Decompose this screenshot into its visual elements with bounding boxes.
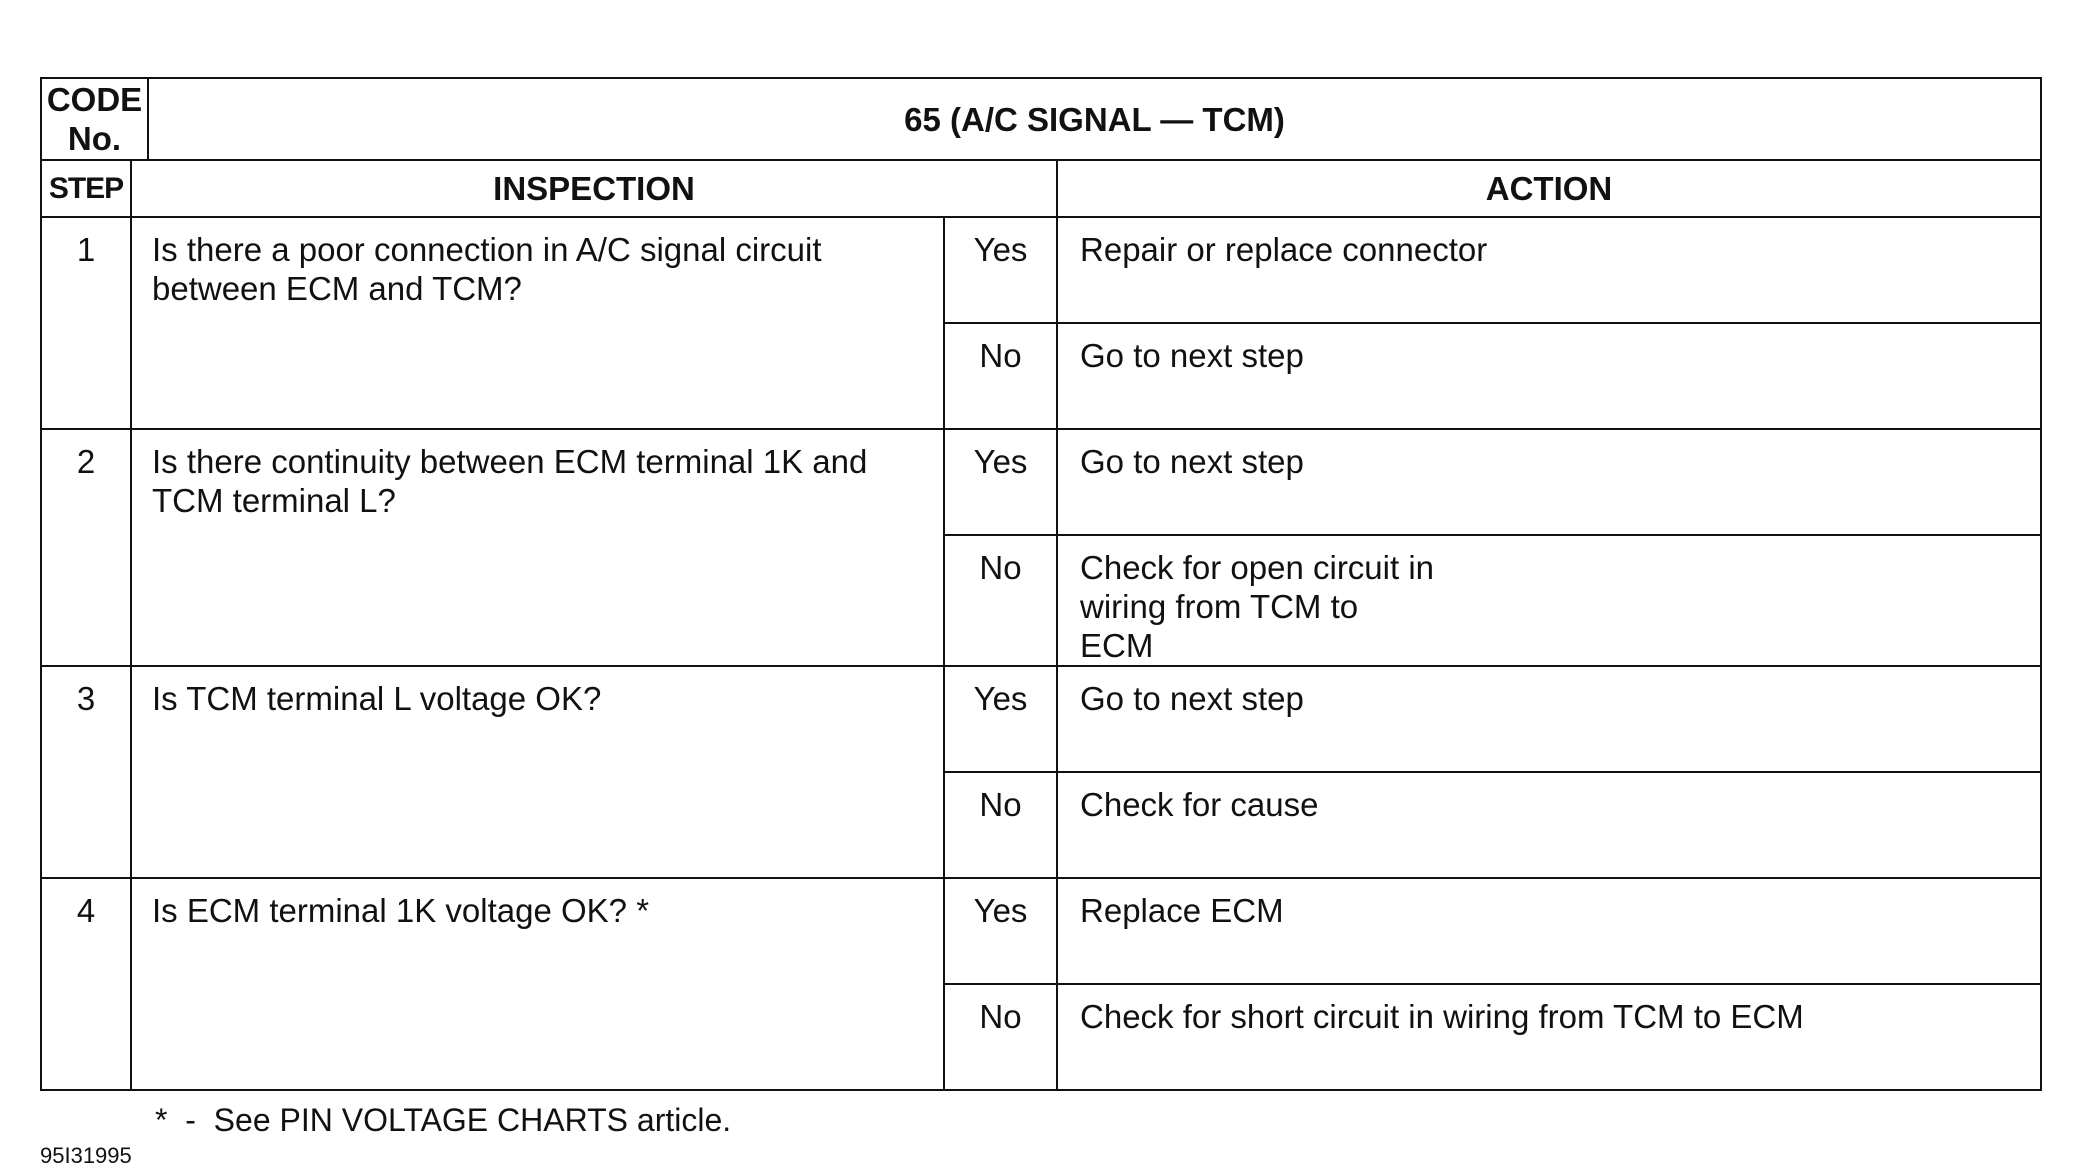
- code-label: CODE No.: [39, 77, 150, 161]
- yes-label: Yes: [943, 216, 1059, 324]
- code-title: 65 (A/C SIGNAL — TCM): [147, 77, 2043, 161]
- no-label: No: [943, 322, 1059, 430]
- no-label: No: [943, 983, 1059, 1091]
- step-row-4-no: No Check for short circuit in wiring fro…: [41, 983, 2043, 1091]
- step-number: 4: [40, 877, 132, 1091]
- inspection-question: Is ECM terminal 1K voltage OK? *: [129, 877, 946, 1091]
- no-label: No: [943, 534, 1059, 667]
- step-row-1-no: No Go to next step: [41, 322, 2043, 430]
- yes-action: Repair or replace connector: [1056, 216, 2043, 324]
- yes-action: Replace ECM: [1056, 877, 2043, 985]
- no-action: Check for short circuit in wiring from T…: [1056, 983, 2043, 1091]
- step-row-3-no: No Check for cause: [41, 771, 2043, 879]
- inspection-question: Is TCM terminal L voltage OK?: [129, 665, 946, 879]
- inspection-column-header: INSPECTION: [129, 159, 1059, 218]
- action-column-header: ACTION: [1056, 159, 2043, 218]
- no-action: Check for cause: [1056, 771, 2043, 879]
- no-action: Go to next step: [1056, 322, 2043, 430]
- step-row-2-yes: 2 Is there continuity between ECM termin…: [40, 428, 2043, 667]
- diagnostic-table: CODE No. 65 (A/C SIGNAL — TCM) STEP INSP…: [39, 77, 2043, 1091]
- code-row: CODE No. 65 (A/C SIGNAL — TCM): [39, 77, 2043, 161]
- yes-action: Go to next step: [1056, 428, 2043, 536]
- yes-label: Yes: [943, 428, 1059, 536]
- yes-label: Yes: [943, 877, 1059, 985]
- no-label: No: [943, 771, 1059, 879]
- footnote: * - See PIN VOLTAGE CHARTS article.: [155, 1102, 732, 1138]
- yes-label: Yes: [943, 665, 1059, 773]
- step-column-header: STEP: [40, 159, 132, 218]
- step-number: 1: [40, 216, 132, 430]
- step-number: 2: [40, 428, 132, 667]
- diagnostic-chart: CODE No. 65 (A/C SIGNAL — TCM) STEP INSP…: [39, 77, 2043, 1169]
- inspection-question: Is there continuity between ECM terminal…: [129, 428, 946, 667]
- step-row-3-yes: 3 Is TCM terminal L voltage OK? Yes Go t…: [40, 665, 2043, 879]
- inspection-question: Is there a poor connection in A/C signal…: [129, 216, 946, 430]
- step-row-1-yes: 1 Is there a poor connection in A/C sign…: [40, 216, 2043, 430]
- no-action: Check for open circuit in wiring from TC…: [1056, 534, 2043, 667]
- figure-id: 95I31995: [40, 1143, 132, 1168]
- column-header-row: STEP INSPECTION ACTION: [40, 159, 2043, 218]
- step-row-2-no: No Check for open circuit in wiring from…: [41, 534, 2043, 667]
- step-row-4-yes: 4 Is ECM terminal 1K voltage OK? * Yes R…: [40, 877, 2043, 1091]
- step-number: 3: [40, 665, 132, 879]
- yes-action: Go to next step: [1056, 665, 2043, 773]
